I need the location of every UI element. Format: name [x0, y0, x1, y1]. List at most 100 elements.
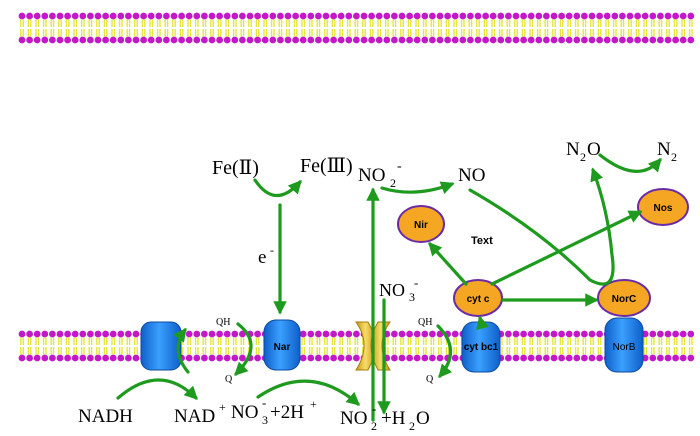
lipid-head: [178, 12, 186, 20]
lipid-head: [383, 12, 391, 20]
lipid-head: [520, 36, 527, 44]
lipid-head: [299, 36, 307, 44]
lipid-head: [26, 354, 33, 362]
lipid-head: [619, 12, 626, 20]
lipid-head: [588, 354, 596, 362]
cyt-bc1-protein: cyt bc1: [461, 321, 501, 373]
lipid-head: [543, 36, 550, 44]
lipid-head: [482, 12, 489, 20]
svg-text:-: -: [372, 401, 376, 416]
lipid-head: [330, 330, 337, 338]
svg-text:2: 2: [409, 419, 415, 433]
lipid-head: [56, 12, 64, 20]
lipid-head: [664, 330, 672, 338]
lipid-head: [421, 330, 429, 338]
n2o-label: N 2 O: [566, 139, 601, 164]
lipid-head: [147, 36, 155, 44]
lipid-head: [18, 12, 26, 20]
nad-label: NAD +: [174, 400, 226, 427]
lipid-head: [102, 36, 109, 44]
lipid-head: [353, 12, 360, 20]
lipid-head: [239, 354, 246, 362]
lipid-head: [208, 36, 216, 44]
lipid-head: [49, 36, 56, 44]
lipid-head: [672, 354, 679, 362]
lipid-head: [421, 12, 429, 20]
lipid-head: [292, 12, 299, 20]
q-left-label: Q: [225, 374, 233, 385]
lipid-head: [71, 12, 79, 20]
svg-text:+: +: [310, 397, 317, 411]
lipid-head: [79, 330, 87, 338]
n2-label: N 2: [657, 139, 677, 164]
nitrite-bottom-label: NO 2 - +H 2 O: [340, 401, 430, 433]
lipid-head: [558, 330, 565, 338]
no-label: NO: [458, 165, 485, 186]
complex-i-q-arrow: [173, 327, 190, 374]
lipid-head: [315, 354, 322, 362]
lipid-head: [307, 354, 315, 362]
lipid-head: [520, 330, 527, 338]
lipid-head: [406, 12, 413, 20]
lipid-head: [185, 354, 193, 362]
lipid-head: [216, 354, 224, 362]
lipid-head: [193, 12, 201, 20]
lipid-head: [550, 354, 558, 362]
lipid-head: [375, 36, 383, 44]
no-to-n2o-arrow: [468, 167, 615, 286]
lipid-head: [489, 36, 497, 44]
lipid-head: [679, 12, 687, 20]
lipid-head: [413, 12, 421, 20]
lipid-head: [565, 12, 573, 20]
lipid-head: [223, 330, 231, 338]
lipid-head: [451, 12, 459, 20]
lipid-head: [292, 36, 299, 44]
top-membrane: [18, 12, 695, 44]
lipid-head: [581, 36, 588, 44]
lipid-head: [94, 36, 102, 44]
lipid-head: [79, 354, 87, 362]
svg-text:-: -: [262, 395, 266, 410]
lipid-head: [391, 36, 398, 44]
lipid-head: [299, 354, 307, 362]
lipid-head: [596, 354, 603, 362]
lipid-head: [626, 12, 634, 20]
lipid-head: [679, 330, 687, 338]
lipid-head: [664, 36, 672, 44]
lipid-head: [337, 36, 345, 44]
lipid-head: [239, 330, 246, 338]
svg-text:O: O: [416, 408, 430, 429]
lipid-head: [512, 354, 520, 362]
lipid-head: [664, 354, 672, 362]
lipid-head: [429, 36, 436, 44]
lipid-head: [687, 354, 695, 362]
lipid-head: [497, 12, 505, 20]
lipid-head: [201, 36, 208, 44]
lipid-head: [581, 354, 588, 362]
norc-enzyme: NorC: [597, 279, 651, 317]
lipid-head: [208, 12, 216, 20]
lipid-head: [527, 12, 535, 20]
lipid-head: [64, 354, 71, 362]
lipid-head: [391, 330, 398, 338]
lipid-head: [634, 36, 641, 44]
lipid-head: [208, 354, 216, 362]
lipid-head: [71, 330, 79, 338]
svg-text:-: -: [414, 275, 418, 290]
lipid-head: [353, 36, 360, 44]
lipid-head: [254, 12, 261, 20]
svg-text:N: N: [566, 139, 580, 160]
lipid-head: [49, 354, 56, 362]
lipid-head: [307, 330, 315, 338]
lipid-head: [254, 354, 261, 362]
lipid-head: [337, 12, 345, 20]
lipid-head: [482, 36, 489, 44]
lipid-head: [87, 12, 94, 20]
lipid-head: [512, 12, 520, 20]
lipid-head: [49, 330, 56, 338]
lipid-head: [223, 36, 231, 44]
lipid-head: [223, 354, 231, 362]
lipid-head: [687, 36, 695, 44]
cyt-bc1-label: cyt bc1: [464, 342, 499, 353]
